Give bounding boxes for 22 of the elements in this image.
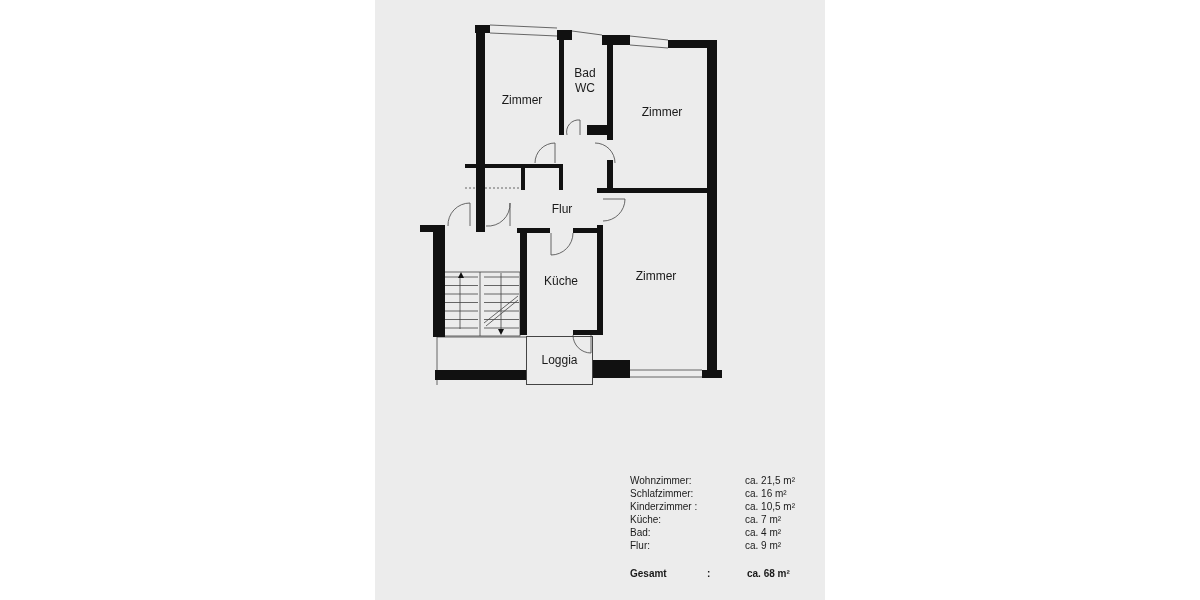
area-value: ca. 9 m²	[745, 539, 782, 552]
area-value: ca. 4 m²	[745, 526, 782, 539]
area-room-name: Flur:	[630, 539, 651, 552]
room-label: Bad WC	[566, 66, 604, 96]
room-label: Zimmer	[630, 105, 694, 120]
area-room-name: Kinderzimmer :	[630, 500, 699, 513]
area-room-name: Wohnzimmer:	[630, 474, 693, 487]
area-room-name: Schlafzimmer:	[630, 487, 695, 500]
area-room-name: Küche:	[630, 513, 663, 526]
loggia-box: Loggia	[526, 336, 593, 385]
room-label: Zimmer	[624, 269, 688, 284]
area-value: ca. 10,5 m²	[745, 500, 796, 513]
area-value: ca. 7 m²	[745, 513, 782, 526]
room-label: Küche	[532, 274, 590, 289]
area-value: ca. 16 m²	[745, 487, 787, 500]
total-label: Gesamt	[630, 567, 668, 580]
area-room-name: Bad:	[630, 526, 652, 539]
room-label: Zimmer	[492, 93, 552, 108]
separator-colon: :	[707, 567, 712, 580]
total-value: ca. 68 m²	[747, 567, 790, 580]
area-value: ca. 21,5 m²	[745, 474, 796, 487]
room-label: Flur	[542, 202, 582, 217]
